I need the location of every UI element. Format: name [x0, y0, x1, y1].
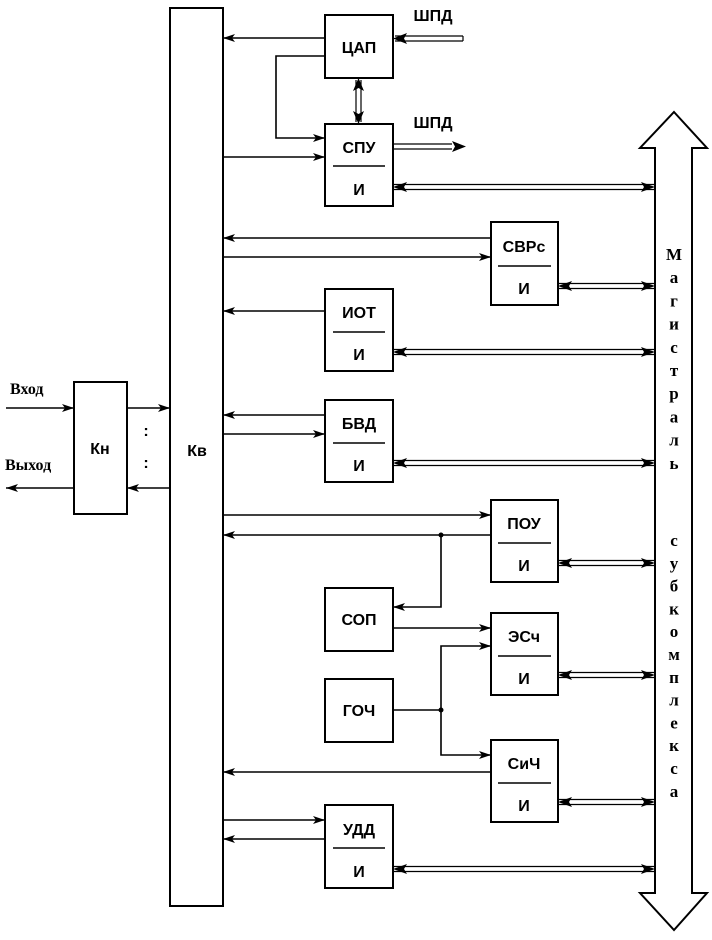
sich-block [490, 739, 559, 823]
cap-group: ЦАП ШПД [223, 8, 464, 142]
bus_word_1-char-7: а [670, 407, 679, 426]
esch-block [490, 612, 559, 696]
bus_word_1-char-5: т [670, 361, 679, 380]
svrs-bus-link [558, 281, 655, 291]
kv-label: Кв [187, 443, 207, 460]
spu-label: СПУ [342, 140, 376, 157]
bus_word_1-char-6: р [669, 384, 678, 403]
cap-block [324, 14, 394, 79]
udd-group: УДД И [223, 804, 394, 889]
kn-label: Кн [90, 441, 109, 458]
bus_word_2-char-8: е [670, 713, 678, 732]
esch-bus-link [558, 670, 655, 680]
bus_word_2-char-10: с [670, 759, 678, 778]
bus_word_1-char-1: а [670, 268, 679, 287]
shpd-in-arrowhead [393, 33, 407, 44]
cap-spu-arrow-up [353, 78, 364, 91]
pou-block [490, 499, 559, 583]
goch-label: ГОЧ [343, 703, 376, 720]
kn-block [73, 381, 128, 515]
bus_word_1-char-2: г [670, 291, 678, 310]
bus_word_2-char-4: о [670, 622, 679, 641]
esch-i-label: И [518, 671, 530, 688]
sich-label: СиЧ [508, 756, 541, 773]
sich-group: СиЧ И [223, 739, 559, 823]
bus_word_2-char-6: п [669, 668, 679, 687]
input-output-section: Вход Выход Кн : : [5, 381, 170, 515]
bus_word_2-char-5: м [668, 645, 680, 664]
cap-to-spu-loop [275, 55, 325, 142]
bus_word_2-char-9: к [669, 736, 679, 755]
bus_word_1-char-4: с [670, 338, 678, 357]
input-label: Вход [10, 381, 43, 398]
svrs-group: СВРс И [223, 221, 559, 306]
subcomplex-bus [637, 110, 710, 932]
bus_word_2-char-11: а [670, 782, 679, 801]
bvd-block [324, 399, 394, 483]
cap-spu-arrow-down [353, 111, 364, 124]
bus_word_2-char-3: к [669, 599, 679, 618]
goch-to-esch-arrow [440, 642, 491, 710]
iot-bus-link [393, 347, 655, 357]
goch-block [324, 678, 394, 743]
pou-i-label: И [518, 558, 530, 575]
output-label: Выход [5, 457, 51, 474]
goch-group: ГОЧ [324, 642, 491, 759]
ellipsis-dots-bottom: : [143, 455, 148, 472]
esch-label: ЭСч [508, 629, 540, 646]
udd-bus-link [393, 864, 655, 874]
bus-links [393, 182, 655, 874]
svrs-i-label: И [518, 281, 530, 298]
sop-label: СОП [341, 612, 376, 629]
shpd-top-label: ШПД [414, 8, 454, 25]
esch-group: ЭСч И [490, 612, 559, 696]
bvd-group: БВД И [223, 399, 394, 483]
bus_word_2-char-0: с [670, 531, 678, 550]
spu-group: СПУ И ШПД [223, 115, 466, 207]
spu-block [324, 123, 394, 207]
shpd-out-arrowhead [452, 141, 466, 152]
shpd-mid-label: ШПД [414, 115, 454, 132]
sop-block [324, 587, 394, 652]
bus_word_1-char-9: ь [670, 454, 679, 473]
bus_word_2-char-2: б [670, 577, 679, 596]
iot-group: ИОТ И [223, 288, 394, 372]
bvd-i-label: И [353, 458, 365, 475]
bus_word_1-char-8: л [669, 431, 679, 450]
pou-bus-link [558, 558, 655, 568]
iot-i-label: И [353, 347, 365, 364]
spu-i-label: И [353, 182, 365, 199]
spu-bus-link [393, 182, 655, 192]
bus_word_2-char-1: у [670, 554, 679, 573]
cap-label: ЦАП [342, 40, 377, 57]
pou-to-sop-arrow [393, 535, 442, 611]
sich-bus-link [558, 797, 655, 807]
iot-label: ИОТ [342, 305, 376, 322]
svrs-label: СВРс [503, 239, 546, 256]
kv-block [169, 7, 224, 907]
svrs-block [490, 221, 559, 306]
iot-block [324, 288, 394, 372]
bvd-label: БВД [342, 416, 377, 433]
bvd-bus-link [393, 458, 655, 468]
goch-to-sich-arrow [440, 710, 491, 759]
udd-label: УДД [343, 822, 376, 839]
bus_word_1-char-0: М [666, 245, 682, 264]
ellipsis-dots-top: : [143, 423, 148, 440]
bus_word_1-char-3: и [669, 315, 679, 334]
sop-group: СОП [324, 587, 491, 652]
udd-block [324, 804, 394, 889]
udd-i-label: И [353, 864, 365, 881]
bus_word_2-char-7: л [669, 691, 679, 710]
pou-group: ПОУ И [223, 499, 559, 611]
sich-i-label: И [518, 798, 530, 815]
pou-label: ПОУ [507, 516, 542, 533]
